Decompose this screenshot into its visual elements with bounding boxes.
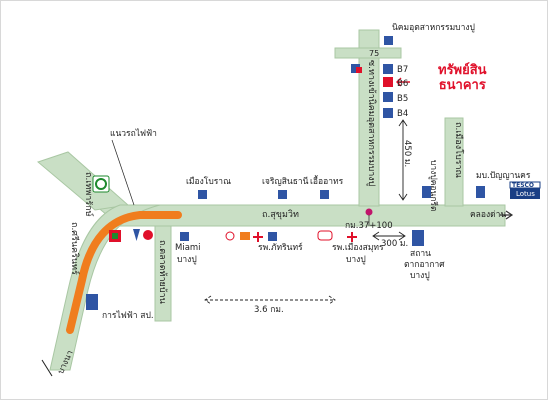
pin-blue-icon	[133, 229, 140, 241]
station-line-2: ตากอากาศ	[404, 260, 445, 270]
dist-450-line	[398, 119, 408, 201]
building-university	[476, 186, 485, 198]
taibaan-label: ถ.ตลาดท้ายบ้าน	[157, 240, 167, 304]
miami-sub-label: บางปู	[177, 255, 197, 265]
muang-hospital-sub: บางปู	[346, 255, 366, 265]
industrial-soi-road	[358, 29, 380, 207]
soi-75-label: 75	[369, 49, 380, 58]
lotus-label: Lotus	[516, 190, 535, 198]
building-b4	[383, 108, 393, 118]
dist-300-label: 300 ม.	[381, 239, 409, 249]
circle-outline-icon	[225, 231, 235, 241]
asset-line-1: ทรัพย์สิน	[438, 63, 487, 78]
building-miami	[180, 232, 189, 241]
dist-300-line	[372, 231, 406, 241]
industrial-soi-label: ซ.ทางเข้านิคมอุตสาหกรรมบางปู	[366, 60, 376, 187]
building-bhumi	[268, 232, 277, 241]
b4-label: B4	[397, 109, 409, 119]
bangpu-concrete-label: บางปูคอนกรีต	[428, 160, 438, 212]
building-jaroen	[278, 190, 287, 199]
building-bangpu-concrete	[422, 186, 431, 198]
circle-red-icon	[143, 230, 153, 240]
meuang-bo-label: ถ.เมืองโบราณ	[453, 122, 463, 178]
food-label: เอื้ออาทร	[310, 177, 344, 187]
dist-3-6-line	[204, 295, 336, 305]
top-cross-road	[334, 47, 402, 59]
miami-label: Miami	[175, 243, 201, 253]
building-b7	[383, 64, 393, 74]
direction-arrow-icon	[500, 210, 514, 220]
srinakarin-label: ถ.ศรีนครินทร์	[69, 222, 79, 275]
muang-hospital-label: รพ.เมืองสมุทร	[332, 243, 384, 253]
building-food	[320, 190, 329, 199]
bangna-arrow	[41, 359, 53, 377]
bhumi-label: รพ.ภัทรินทร์	[258, 243, 303, 253]
sukhumvit-label: ถ.สุขุมวิท	[262, 210, 299, 220]
building-station	[412, 230, 424, 246]
shell-icon	[240, 232, 250, 240]
b6-label: B6	[397, 79, 409, 89]
muang-boran-label: เมืองโบราณ	[186, 177, 231, 187]
tesco-label: TESCO	[512, 182, 535, 189]
building-b5	[383, 92, 393, 102]
asset-line-2: ธนาคาร	[438, 77, 486, 93]
jaroen-label: เจริญสินธานี	[262, 177, 309, 187]
building-electric	[86, 294, 98, 310]
thepharak-label: ถ.เทพารักษ์	[83, 172, 93, 217]
logo-green-inner	[112, 233, 118, 239]
building-7-eleven	[351, 64, 360, 73]
km-marker-dot	[365, 208, 373, 216]
station-line-1: สถาน	[410, 249, 431, 259]
dist-450-label: 450 ม.	[402, 140, 412, 168]
canal-label: คลองด่าน	[470, 210, 507, 220]
hospital-cross-icon	[253, 232, 263, 242]
seven-eleven-icon	[356, 67, 362, 73]
asset-title: ทรัพย์สิน ธนาคาร	[438, 63, 487, 94]
asset-arrow-icon	[396, 77, 410, 87]
dist-3-6-label: 3.6 กม.	[254, 305, 284, 315]
ptt-icon	[317, 230, 333, 241]
university-label: มบ.ปัญญานคร	[476, 171, 531, 181]
power-line-pointer	[111, 139, 135, 206]
industrial-estate-label: นิคมอุตสาหกรรมบางปู	[392, 23, 475, 33]
hospital-cross-icon-2	[347, 232, 357, 242]
building-b6	[383, 77, 393, 87]
srinakarin-route	[66, 211, 182, 334]
building-top-1	[384, 36, 393, 45]
building-muang-boran	[198, 190, 207, 199]
b5-label: B5	[397, 94, 409, 104]
b7-label: B7	[397, 65, 409, 75]
taibaan-road	[154, 225, 172, 322]
logo-q-ring	[95, 178, 107, 190]
tesco-logo-band	[509, 181, 541, 189]
right-soi-road	[444, 117, 464, 207]
power-line-label: แนวรถไฟฟ้า	[110, 129, 157, 139]
electric-label: การไฟฟ้า สป.	[102, 311, 154, 321]
station-line-3: บางปู	[410, 271, 430, 281]
km-marker-label: กม.37+100	[345, 221, 393, 231]
